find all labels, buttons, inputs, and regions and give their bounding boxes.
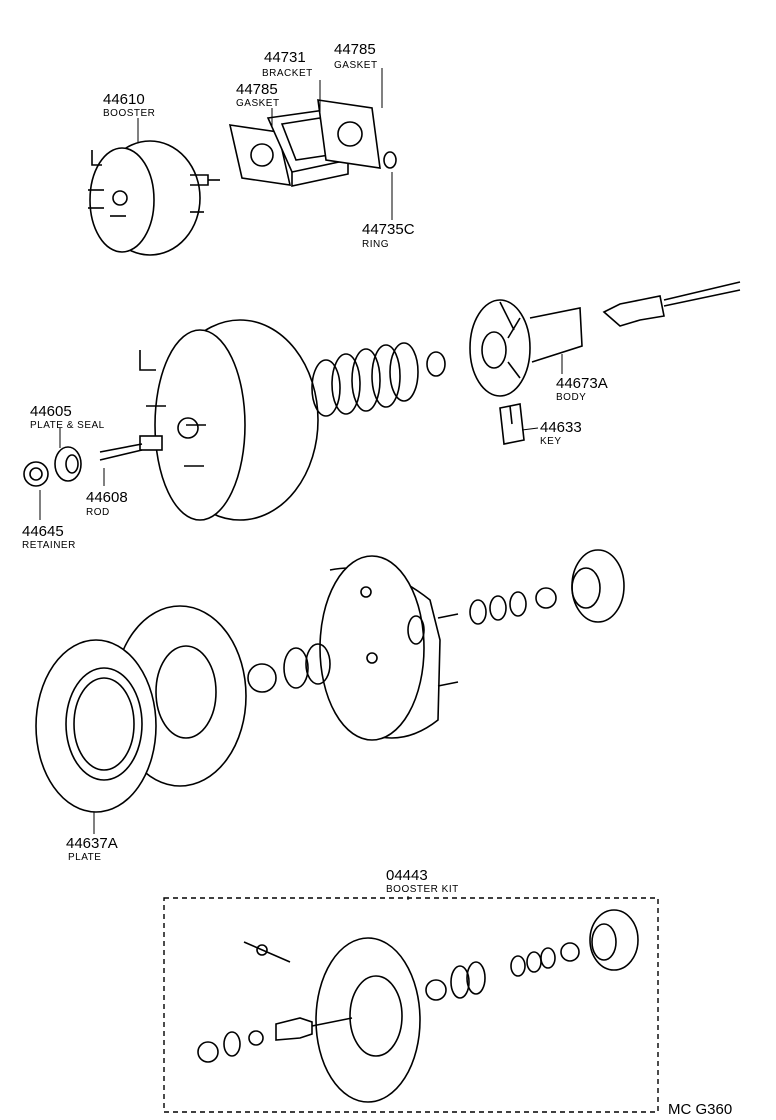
part-number-booster: 44610 xyxy=(103,91,145,108)
retainer-drawing xyxy=(23,461,49,487)
part-number-retainer: 44645 xyxy=(22,523,64,540)
part-number-gasket-right: 44785 xyxy=(334,41,376,58)
part-name-booster: BOOSTER xyxy=(103,108,155,119)
gasket-left-drawing xyxy=(228,124,292,186)
ring-drawing xyxy=(383,151,397,169)
gasket-right-drawing xyxy=(317,99,381,169)
part-number-plate-seal: 44605 xyxy=(30,403,72,420)
booster-large-drawing xyxy=(99,319,319,521)
part-number-rod: 44608 xyxy=(86,489,128,506)
part-number-body: 44673A xyxy=(556,375,608,392)
part-name-ring: RING xyxy=(362,239,389,250)
booster-kit-frame xyxy=(163,897,659,1113)
part-name-key: KEY xyxy=(540,436,562,447)
part-name-rod: ROD xyxy=(86,507,110,518)
push-rod-drawing xyxy=(602,281,741,327)
part-name-gasket-left: GASKET xyxy=(236,98,280,109)
part-name-booster-kit: BOOSTER KIT xyxy=(386,884,459,895)
diagram-code: MC G360 xyxy=(668,1101,732,1118)
part-number-plate: 44637A xyxy=(66,835,118,852)
part-number-ring: 44735C xyxy=(362,221,415,238)
part-name-retainer: RETAINER xyxy=(22,540,76,551)
spring-drawing xyxy=(311,342,446,417)
part-name-plate: PLATE xyxy=(68,852,101,863)
seal-rings-drawing xyxy=(247,549,625,693)
body-drawing xyxy=(469,299,583,397)
plate-seal-drawing xyxy=(54,446,82,482)
part-name-bracket: BRACKET xyxy=(262,68,313,79)
rear-shell-drawing xyxy=(319,555,459,741)
part-name-body: BODY xyxy=(556,392,586,403)
plate-drawing xyxy=(35,605,247,813)
part-number-key: 44633 xyxy=(540,419,582,436)
part-name-plate-seal: PLATE & SEAL xyxy=(30,420,105,431)
part-number-gasket-left: 44785 xyxy=(236,81,278,98)
booster-kit-drawing xyxy=(197,909,639,1103)
part-number-booster-kit: 04443 xyxy=(386,867,428,884)
key-drawing xyxy=(499,403,525,445)
booster-small-drawing xyxy=(88,140,220,256)
part-name-gasket-right: GASKET xyxy=(334,60,378,71)
part-number-bracket: 44731 xyxy=(264,49,306,66)
